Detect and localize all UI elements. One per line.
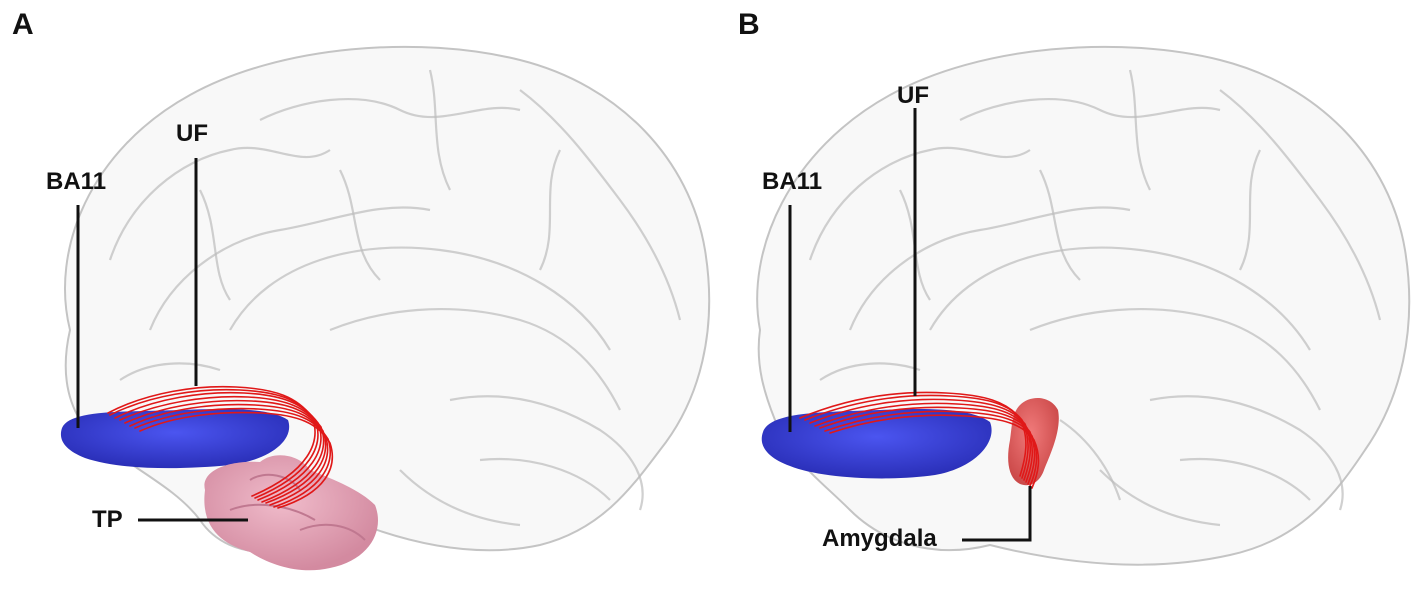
brain-gyri-b	[808, 69, 1382, 527]
brain-outline-a	[64, 45, 711, 553]
uncinate-fasciculus-a	[107, 385, 334, 509]
panel-label-a: A	[12, 8, 34, 41]
panel-a	[60, 45, 711, 571]
leader-lines-a	[76, 158, 248, 522]
brain-outline-b	[756, 45, 1411, 566]
label-amygdala: Amygdala	[822, 525, 937, 552]
panel-label-b: B	[738, 8, 760, 41]
temporal-pole-region	[204, 455, 378, 571]
label-tp: TP	[92, 506, 123, 533]
uncinate-fasciculus-b	[799, 391, 1040, 489]
ba11-region-a	[60, 409, 290, 469]
brain-gyri-a	[108, 69, 682, 527]
ba11-region-b	[761, 409, 992, 479]
label-uf-b: UF	[897, 82, 929, 109]
label-ba11-b: BA11	[762, 168, 823, 195]
panel-b	[756, 45, 1411, 566]
leader-lines-b	[788, 108, 1032, 542]
amygdala-leader	[962, 486, 1032, 542]
label-uf-a: UF	[176, 120, 208, 147]
label-ba11-a: BA11	[46, 168, 107, 195]
